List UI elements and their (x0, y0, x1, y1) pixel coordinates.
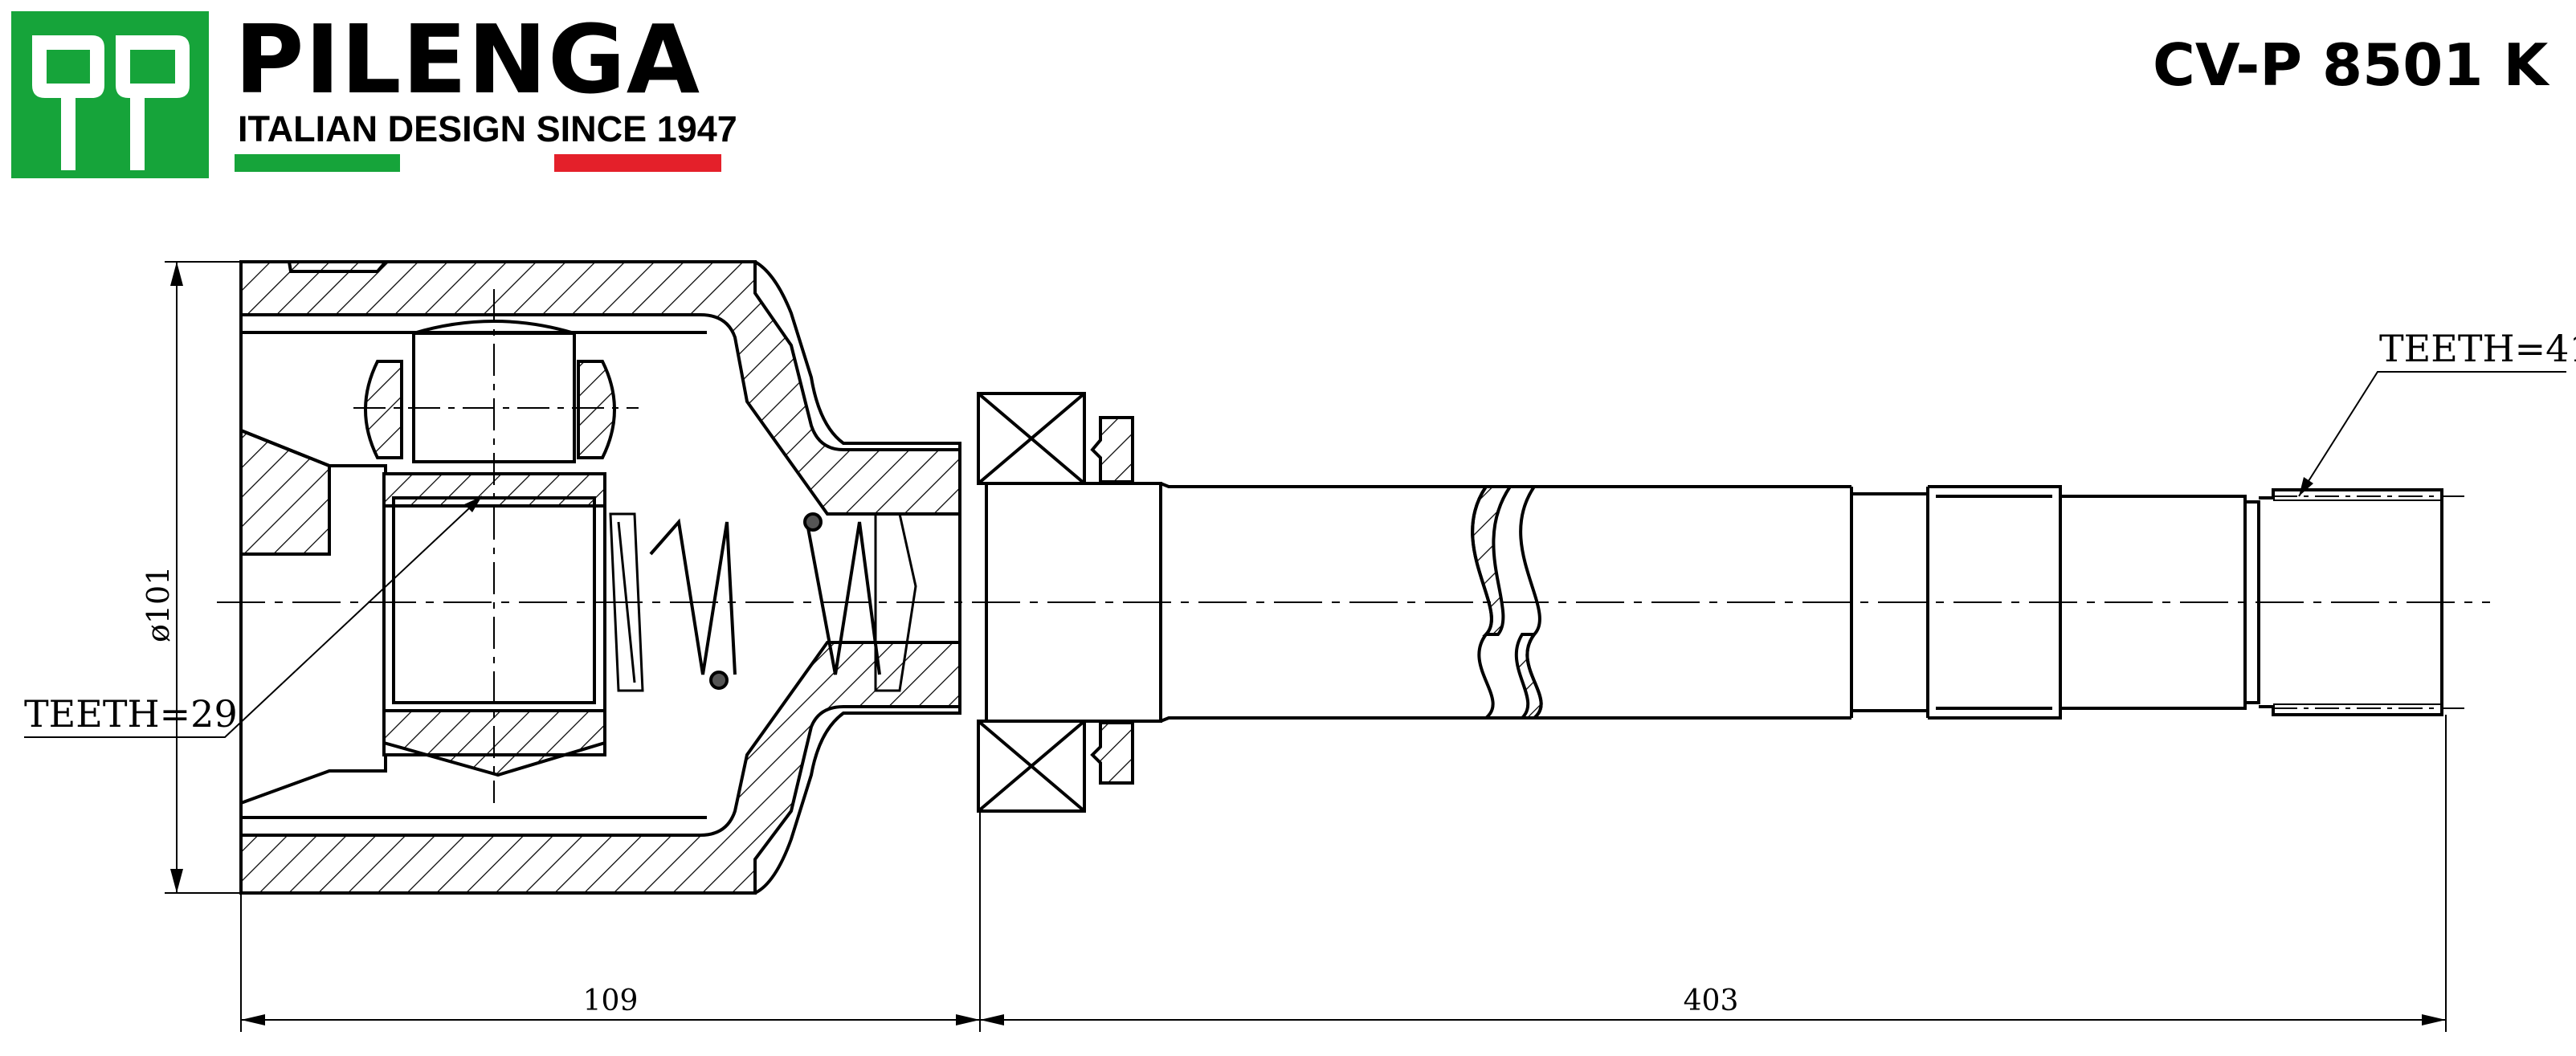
teeth-outer-label: TEETH=29 (24, 692, 238, 736)
diameter-arrow-bottom (170, 869, 183, 893)
spring-coils-left (649, 518, 737, 675)
teeth-shaft-arrow (2299, 477, 2313, 496)
brand-tagline: ITALIAN DESIGN SINCE 1947 (238, 108, 737, 149)
diameter-arrow-top (170, 262, 183, 286)
roller-left (364, 360, 403, 459)
shaft-main-top (1160, 482, 1851, 488)
clip-bottom (1090, 721, 1134, 785)
teeth-shaft-label: TEETH=41 (2379, 327, 2576, 370)
shaft-break-hatch-bottom (1514, 633, 1543, 720)
shaft-main-bottom (1160, 716, 1851, 723)
pilenga-logo-icon (11, 11, 209, 178)
shaft-break-hatch-top (1471, 485, 1513, 636)
seal-cross-top (977, 392, 1086, 485)
shaft-groove (1851, 492, 1928, 712)
teeth-shaft-leader (2298, 371, 2566, 497)
clip-top (1090, 416, 1134, 483)
shaft-collar-inner (1936, 495, 2052, 710)
spring-end-right (803, 512, 823, 532)
logo-letter-q (32, 35, 104, 170)
housing-cone-top (239, 428, 331, 556)
shaft-length-arrow-left (980, 1014, 1004, 1025)
housing-length-arrow-right (956, 1014, 980, 1025)
spring-end-left (709, 671, 729, 690)
flag-red-stripe (554, 154, 721, 172)
housing-length-label: 109 (583, 985, 639, 1017)
logo-letter-p (116, 35, 190, 170)
spring-cup (874, 512, 917, 692)
diameter-label: ø101 (141, 566, 176, 642)
housing-outline (239, 260, 961, 895)
shaft-length-label: 403 (1684, 985, 1739, 1017)
roller-cap (413, 320, 575, 335)
teeth-outer-leader (24, 495, 483, 738)
housing-cavity-bottom (240, 755, 387, 805)
teeth-outer-arrow (464, 496, 482, 512)
part-number: CV-P 8501 K (2153, 31, 2549, 99)
housing-length-arrow-left (241, 1014, 265, 1025)
roller-right (577, 360, 616, 459)
seal-cross-bottom (977, 720, 1086, 813)
brand-name: PILENGA (235, 4, 701, 115)
shaft-length-arrow-right (2422, 1014, 2446, 1025)
spring-coils-right (806, 521, 881, 675)
flag-green-stripe (235, 154, 400, 172)
